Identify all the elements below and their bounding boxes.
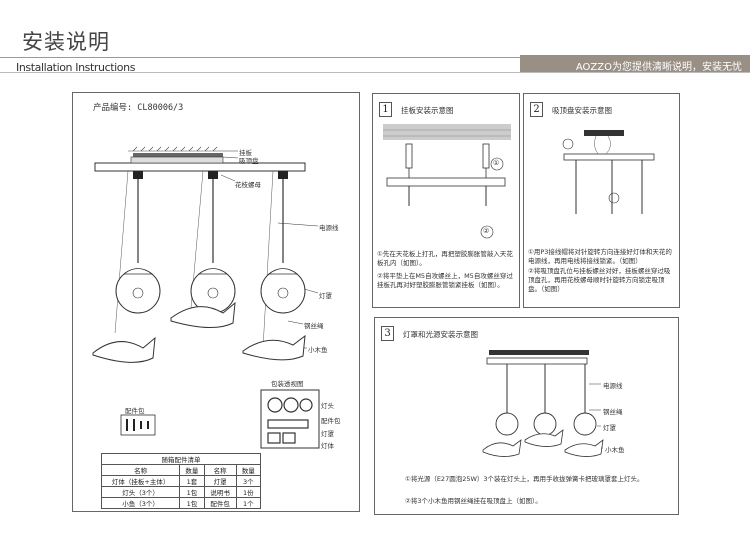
table-row: 灯头（3个） 1包 说明书 1份 — [100, 486, 262, 498]
parts-header: 名称 — [100, 464, 181, 476]
step1-note-2: ②将平垫上在M5自攻螺丝上，M5自攻螺丝穿过挂板孔再对好塑胶膨胀管锁紧挂板（如图… — [377, 272, 513, 289]
step3-title: 灯罩和光源安装示意图 — [403, 330, 478, 339]
parts-cell: 1套 — [179, 475, 205, 487]
parts-header: 数量 — [235, 464, 262, 476]
step1-panel: 1 挂板安装示意图 ① ② ①先在天花板上打孔，再把塑胶膨胀管敲入天花板孔内（如… — [372, 93, 520, 308]
step2-panel: 2 吸顶盘安装示意图 ①用P3接线帽将对针旋转方向连接好灯体和天花的电源线，再用… — [523, 93, 680, 308]
package-label-shade: 灯罩 — [321, 430, 334, 438]
header-divider — [0, 57, 750, 58]
step3-drawing — [482, 350, 604, 457]
label-lampshade: 灯罩 — [319, 292, 332, 300]
table-row: 灯体（挂板+主体） 1套 灯罩 3个 — [100, 475, 262, 487]
step3-panel: 3 灯罩和光源安装示意图 电源线 钢丝绳 灯罩 小木鱼 ①将光源（E27圆泡25… — [374, 317, 679, 515]
parts-cell: 说明书 — [203, 486, 237, 498]
step3-note-2: ②将3个小木鱼用钢丝绳挂在吸顶盘上（如图）。 — [405, 497, 542, 505]
step3-number: 3 — [381, 326, 394, 341]
page-subtitle: Installation Instructions — [16, 61, 136, 74]
parts-cell: 灯头（3个） — [100, 486, 181, 498]
product-code: 产品编号: CL80006/3 — [93, 103, 184, 113]
parts-cell: 配件包 — [203, 497, 237, 509]
label-ceiling-plate: 吸顶盘 — [239, 157, 259, 165]
table-row: 小鱼（3个） 1包 配件包 1个 — [100, 497, 262, 509]
step1-drawing — [383, 124, 511, 239]
step1-mark-2: ② — [483, 227, 490, 235]
step1-mark-1: ① — [493, 159, 500, 167]
label-accessory-pack: 配件包 — [125, 407, 145, 415]
step3-label-wooden-fish: 小木鱼 — [605, 446, 625, 454]
main-lamp-drawing — [92, 146, 320, 449]
parts-cell: 灯罩 — [203, 475, 237, 487]
package-label-lamp-head: 灯头 — [321, 402, 334, 410]
step3-label-power-cord: 电源线 — [603, 382, 623, 390]
parts-cell: 小鱼（3个） — [100, 497, 181, 509]
parts-cell: 1个 — [235, 497, 262, 509]
header-underline — [0, 72, 750, 73]
parts-cell: 灯体（挂板+主体） — [100, 475, 181, 487]
label-hanging-plate: 挂板 — [239, 149, 252, 157]
step1-note-1: ①先在天花板上打孔，再把塑胶膨胀管敲入天花板孔内（如图）。 — [377, 250, 513, 267]
parts-header: 数量 — [179, 464, 205, 476]
parts-cell: 1包 — [179, 497, 205, 509]
label-steel-rope: 钢丝绳 — [304, 322, 324, 330]
step2-title: 吸顶盘安装示意图 — [552, 106, 612, 115]
step3-label-steel-rope: 钢丝绳 — [603, 408, 623, 416]
header-banner-text: AOZZO为您提供清晰说明，安装无忧 — [575, 62, 742, 73]
parts-list-table: 随箱配件清单 名称 数量 名称 数量 灯体（挂板+主体） 1套 灯罩 3个 灯头… — [100, 453, 262, 509]
step2-note-1: ①用P3接线帽将对针旋转方向连接好灯体和天花的电源线，再用电线将接线锁紧。（如图… — [528, 248, 672, 265]
step2-drawing — [562, 130, 655, 214]
parts-cell: 1份 — [235, 486, 262, 498]
parts-cell: 3个 — [235, 475, 262, 487]
package-label-body: 灯体 — [321, 442, 334, 450]
step2-number: 2 — [530, 102, 543, 117]
package-label-accessory: 配件包 — [321, 417, 341, 425]
label-power-cord: 电源线 — [319, 224, 339, 232]
step1-number: 1 — [379, 102, 392, 117]
main-diagram-panel: 产品编号: CL80006/3 — [72, 92, 360, 512]
step1-title: 挂板安装示意图 — [401, 106, 454, 115]
parts-header: 名称 — [203, 464, 237, 476]
page-title: 安装说明 — [22, 30, 110, 54]
label-flower-nut: 花枝螺母 — [235, 181, 261, 189]
parts-cell: 1包 — [179, 486, 205, 498]
label-package-view: 包装透视图 — [271, 380, 304, 388]
header-banner — [520, 55, 750, 72]
step3-note-1: ①将光源（E27圆泡25W）3个装在灯头上，再用手收拢弹簧卡把玻璃罩套上灯头。 — [405, 475, 644, 483]
parts-list-caption: 随箱配件清单 — [101, 453, 261, 465]
label-wooden-fish: 小木鱼 — [308, 346, 328, 354]
step3-label-lampshade: 灯罩 — [603, 424, 616, 432]
step2-note-2: ②将吸顶盘孔位与挂板螺丝对好，挂板螺丝穿过吸顶盘孔，再用花枝螺母顺时针旋转方向锁… — [528, 267, 671, 293]
